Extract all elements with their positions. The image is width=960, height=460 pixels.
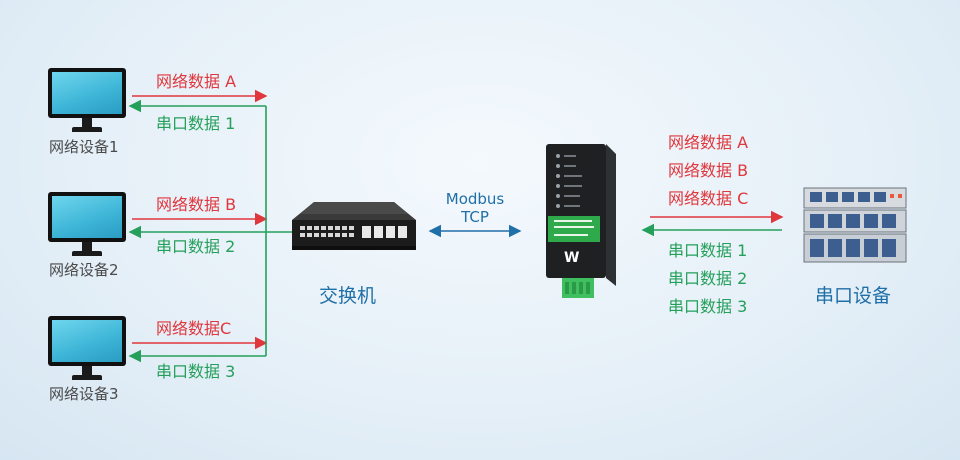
gateway-icon: W bbox=[546, 144, 616, 298]
server-label: 串口设备 bbox=[815, 285, 892, 307]
pc-1 bbox=[48, 68, 128, 134]
switch-label: 交换机 bbox=[319, 285, 377, 307]
pc-1-net-label: 网络数据 A bbox=[156, 72, 237, 91]
gw-serial-label-1: 串口数据 1 bbox=[668, 241, 748, 260]
protocol-label: Modbus TCP bbox=[436, 190, 514, 226]
gw-net-label-b: 网络数据 B bbox=[668, 161, 749, 180]
monitor-icon bbox=[48, 192, 126, 242]
monitor-icon bbox=[48, 68, 126, 118]
pc-1-serial-label: 串口数据 1 bbox=[156, 114, 236, 133]
switch-icon bbox=[292, 202, 416, 250]
pc-3-label: 网络设备3 bbox=[49, 385, 119, 403]
pc-3-serial-label: 串口数据 3 bbox=[156, 362, 236, 381]
pc-2-serial-label: 串口数据 2 bbox=[156, 237, 236, 256]
pc-1-label: 网络设备1 bbox=[49, 138, 119, 156]
gw-net-label-c: 网络数据 C bbox=[668, 189, 749, 208]
server-icon bbox=[803, 187, 907, 263]
protocol-line-2: TCP bbox=[461, 208, 489, 226]
protocol-line-1: Modbus bbox=[445, 190, 505, 208]
monitor-icon bbox=[48, 316, 126, 366]
pc-3 bbox=[48, 316, 128, 382]
pc-2-net-label: 网络数据 B bbox=[156, 195, 237, 214]
pc-2 bbox=[48, 192, 128, 258]
gw-serial-label-3: 串口数据 3 bbox=[668, 297, 748, 316]
gw-serial-label-2: 串口数据 2 bbox=[668, 269, 748, 288]
svg-text:W: W bbox=[564, 250, 579, 266]
pc-3-net-label: 网络数据C bbox=[156, 319, 232, 338]
gw-net-label-a: 网络数据 A bbox=[668, 133, 749, 152]
pc-2-label: 网络设备2 bbox=[49, 261, 119, 279]
